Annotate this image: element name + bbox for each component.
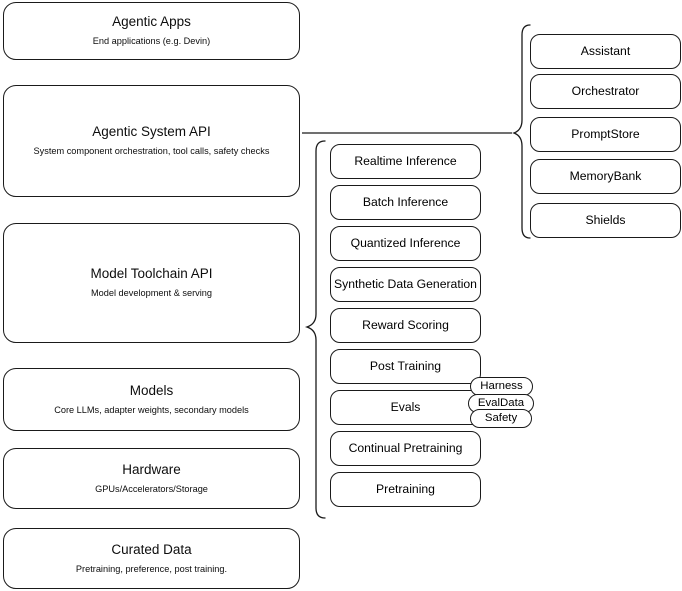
layer-subtitle: GPUs/Accelerators/Storage [95, 483, 208, 494]
capability-label: Quantized Inference [350, 235, 461, 250]
capability-reward-scoring[interactable]: Reward Scoring [330, 308, 481, 343]
layer-title: Hardware [122, 461, 181, 477]
system-component-promptstore[interactable]: PromptStore [530, 117, 681, 152]
eval-badge-label: EvalData [477, 397, 525, 410]
layer-subtitle: Core LLMs, adapter weights, secondary mo… [54, 404, 249, 415]
layer-subtitle: End applications (e.g. Devin) [92, 36, 211, 47]
layer-box-curated-data[interactable]: Curated Data Pretraining, preference, po… [3, 528, 300, 589]
system-component-shields[interactable]: Shields [530, 203, 681, 238]
capability-evals[interactable]: Evals [330, 390, 481, 425]
layer-subtitle: Pretraining, preference, post training. [75, 563, 228, 574]
eval-badge-safety[interactable]: Safety [470, 409, 532, 428]
system-component-label: PromptStore [571, 126, 640, 141]
layer-title: Curated Data [111, 541, 192, 557]
system-component-label: Assistant [580, 43, 631, 58]
capability-label: Evals [390, 399, 421, 414]
eval-badge-evaldata[interactable]: EvalData [468, 394, 534, 413]
system-component-label: MemoryBank [569, 168, 642, 183]
layer-box-hardware[interactable]: Hardware GPUs/Accelerators/Storage [3, 448, 300, 509]
capability-label: Continual Pretraining [348, 440, 463, 455]
eval-badge-label: Safety [484, 412, 518, 425]
layer-title: Model Toolchain API [90, 266, 213, 282]
system-component-orchestrator[interactable]: Orchestrator [530, 74, 681, 109]
system-component-label: Shields [585, 212, 626, 227]
eval-badge-label: Harness [480, 380, 523, 393]
layer-title: Agentic System API [92, 124, 211, 140]
capability-realtime-inference[interactable]: Realtime Inference [330, 144, 481, 179]
capability-post-training[interactable]: Post Training [330, 349, 481, 384]
layer-box-agentic-system-api[interactable]: Agentic System API System component orch… [3, 85, 300, 197]
layer-subtitle: System component orchestration, tool cal… [33, 146, 270, 157]
capability-synthetic-data-generation[interactable]: Synthetic Data Generation [330, 267, 481, 302]
capability-label: Reward Scoring [362, 317, 449, 332]
layer-box-models[interactable]: Models Core LLMs, adapter weights, secon… [3, 368, 300, 431]
layer-box-agentic-apps[interactable]: Agentic Apps End applications (e.g. Devi… [3, 2, 300, 60]
layer-title: Models [129, 382, 174, 398]
capability-pretraining[interactable]: Pretraining [330, 472, 481, 507]
system-component-label: Orchestrator [571, 83, 640, 98]
capability-batch-inference[interactable]: Batch Inference [330, 185, 481, 220]
layer-title: Agentic Apps [112, 14, 191, 30]
layer-subtitle: Model development & serving [90, 288, 213, 299]
capability-continual-pretraining[interactable]: Continual Pretraining [330, 431, 481, 466]
layer-box-model-toolchain-api[interactable]: Model Toolchain API Model development & … [3, 223, 300, 343]
capability-label: Synthetic Data Generation [334, 276, 477, 291]
bracket-toolchain-capabilities [303, 138, 329, 522]
capability-label: Realtime Inference [354, 153, 457, 168]
capability-label: Pretraining [376, 481, 435, 496]
capability-quantized-inference[interactable]: Quantized Inference [330, 226, 481, 261]
system-component-memorybank[interactable]: MemoryBank [530, 159, 681, 194]
capability-label: Post Training [369, 358, 442, 373]
capability-label: Batch Inference [362, 194, 449, 209]
system-component-assistant[interactable]: Assistant [530, 34, 681, 69]
